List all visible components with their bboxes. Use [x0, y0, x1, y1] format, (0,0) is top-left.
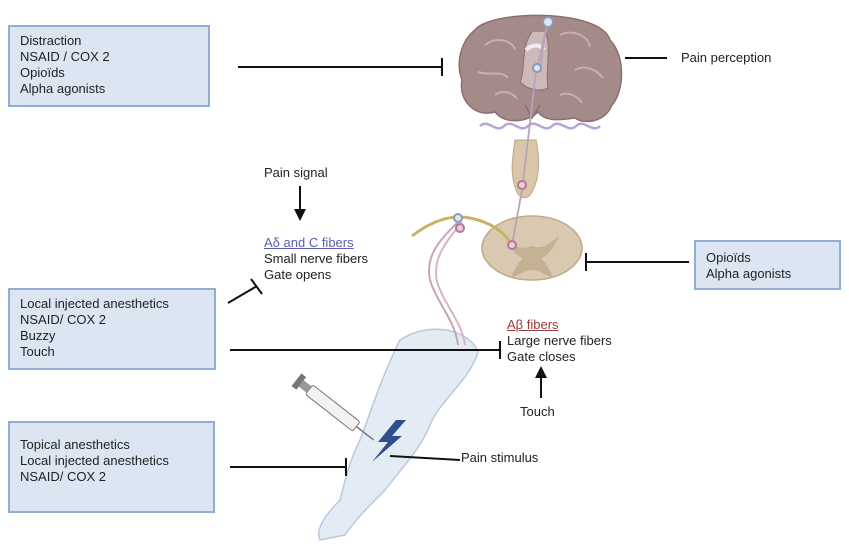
box-line: NSAID/ COX 2 [20, 469, 203, 485]
a-beta-fibers-label: Aβ fibers [507, 317, 559, 333]
pain-stimulus-label: Pain stimulus [461, 450, 538, 466]
large-nerve-fibers-label: Large nerve fibers [507, 333, 612, 349]
gate-closes-label: Gate closes [507, 349, 576, 365]
a-delta-c-fibers-label: Aδ and C fibers [264, 235, 354, 251]
box-line: NSAID/ COX 2 [20, 312, 204, 328]
box-line: Local injected anesthetics [20, 296, 204, 312]
box-line: Topical anesthetics [20, 437, 203, 453]
touch-label: Touch [520, 404, 555, 420]
treatment-box-right: Opioïds Alpha agonists [694, 240, 841, 290]
box-line: Touch [20, 344, 204, 360]
treatment-box-middle-left: Local injected anesthetics NSAID/ COX 2 … [8, 288, 216, 370]
small-nerve-fibers-label: Small nerve fibers [264, 251, 368, 267]
spinal-cord-illustration [482, 216, 582, 280]
box-line: Buzzy [20, 328, 204, 344]
arm-illustration [319, 329, 478, 540]
box-line: Opioïds [20, 65, 198, 81]
pain-signal-label: Pain signal [264, 165, 328, 181]
box-line: Local injected anesthetics [20, 453, 203, 469]
treatment-box-bottom-left: Topical anesthetics Local injected anest… [8, 421, 215, 513]
box-line: Opioïds [706, 250, 829, 266]
pain-perception-label: Pain perception [681, 50, 771, 66]
gate-opens-label: Gate opens [264, 267, 331, 283]
box-line: Alpha agonists [706, 266, 829, 282]
box-line: Distraction [20, 33, 198, 49]
box-line: Alpha agonists [20, 81, 198, 97]
box-line: NSAID / COX 2 [20, 49, 198, 65]
treatment-box-top-left: Distraction NSAID / COX 2 Opioïds Alpha … [8, 25, 210, 107]
